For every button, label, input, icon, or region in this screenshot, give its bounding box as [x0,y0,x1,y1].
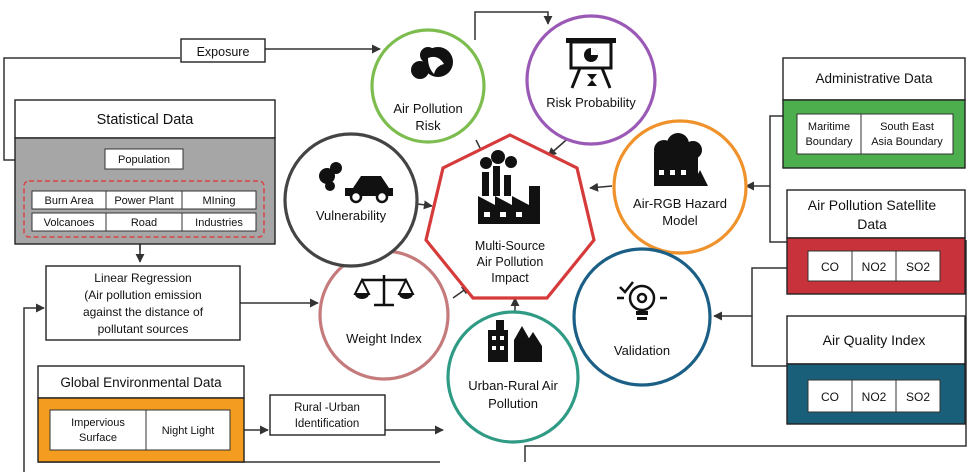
hazard-label-1: Air-RGB Hazard [633,196,727,211]
population-label: Population [118,154,170,166]
rural-urban-line-1: Rural -Urban [294,402,360,414]
source-volcanoes: Volcanoes [44,217,95,229]
hazard-label-2: Model [662,213,698,228]
air-quality-index-panel: Air Quality Index CO NO2 SO2 [786,315,966,425]
center-label-3: Impact [491,271,529,285]
rural-urban-box: Rural -Urban Identification [269,394,386,436]
satellite-data-panel: Air Pollution Satellite Data CO NO2 SO2 [786,189,966,295]
satellite-to-hazard-line [769,186,787,243]
impervious-label-1: Impervious [71,417,125,429]
source-road: Road [131,217,157,229]
sea-boundary-label-2: Asia Boundary [871,136,943,148]
right-bottom-line [524,240,967,462]
presentation-chart-icon [566,38,616,89]
aqi-co: CO [821,390,839,404]
administrative-title: Administrative Data [815,71,933,86]
satellite-so2: SO2 [906,260,930,274]
sea-boundary-label-1: South East [880,121,934,133]
risk-to-probability-arrow [474,11,553,40]
linear-regression-line-1: Linear Regression [94,271,191,285]
statistical-data-title: Statistical Data [97,112,195,128]
administrative-data-panel: Administrative Data Maritime Boundary So… [782,57,966,169]
linear-regression-box: Linear Regression (Air pollution emissio… [45,265,241,341]
source-burn-area: Burn Area [45,195,95,207]
aqi-to-validation-line [751,316,787,367]
pollutant-sources-group [23,180,265,238]
global-environmental-panel: Global Environmental Data Impervious Sur… [37,365,245,463]
vulnerability-to-center-arrow [417,200,433,210]
satellite-to-validation-arrow [713,267,787,321]
linear-regression-line-2: (Air pollution emission [84,288,201,302]
urban-rural-label-1: Urban-Rural Air [468,378,558,393]
risk-label-1: Air Pollution [393,101,462,116]
rural-urban-line-2: Identification [295,418,360,430]
source-mining: MIning [202,195,235,207]
maritime-label-2: Boundary [805,136,853,148]
weight-index-label: Weight Index [346,331,422,346]
satellite-no2: NO2 [862,260,887,274]
vulnerability-node: Vulnerability [283,132,419,268]
linear-regression-line-4: pollutant sources [98,322,189,336]
air-pollution-risk-node: Air Pollution Risk [370,28,486,144]
urban-rural-label-2: Pollution [488,396,538,411]
validation-label: Validation [614,343,670,358]
exposure-box: Exposure [180,38,266,63]
center-label-2: Air Pollution [477,255,544,269]
impervious-label-2: Surface [79,432,117,444]
maritime-label-1: Maritime [808,121,850,133]
satellite-co: CO [821,260,839,274]
center-impact-node: Multi-Source Air Pollution Impact [424,133,596,300]
exposure-label: Exposure [197,45,250,59]
hazard-to-center-arrow [589,182,613,192]
factory-icon [478,150,540,224]
source-power-plant: Power Plant [114,195,173,207]
global-environmental-title: Global Environmental Data [60,375,222,390]
globe-smoke-icon [411,47,453,79]
urban-rural-node: Urban-Rural Air Pollution [446,310,580,444]
risk-probability-label: Risk Probability [546,95,636,110]
hazard-factory-icon [654,133,708,186]
city-trees-icon [488,320,542,362]
weight-index-node: Weight Index [318,249,450,381]
aqi-so2: SO2 [906,390,930,404]
air-rgb-hazard-node: Air-RGB Hazard Model [612,119,748,255]
risk-label-2: Risk [415,118,441,133]
linear-regression-line-3: against the distance of [83,305,204,319]
satellite-title-1: Air Pollution Satellite [808,197,937,213]
vulnerability-label: Vulnerability [316,208,387,223]
night-light-label: Night Light [162,425,215,437]
aqi-title: Air Quality Index [823,332,926,348]
aqi-no2: NO2 [862,390,887,404]
lightbulb-gear-icon [617,281,667,320]
source-industries: Industries [195,217,243,229]
center-label-1: Multi-Source [475,239,545,253]
validation-node: Validation [572,247,712,387]
bottom-to-regression-arrow [23,303,45,472]
scale-icon [353,275,415,307]
car-exhaust-icon [319,162,393,204]
risk-probability-node: Risk Probability [525,14,657,146]
admin-to-hazard-arrow [745,115,783,191]
statistical-data-panel: Statistical Data Population Burn Area Po… [14,99,276,245]
satellite-title-2: Data [857,216,887,232]
